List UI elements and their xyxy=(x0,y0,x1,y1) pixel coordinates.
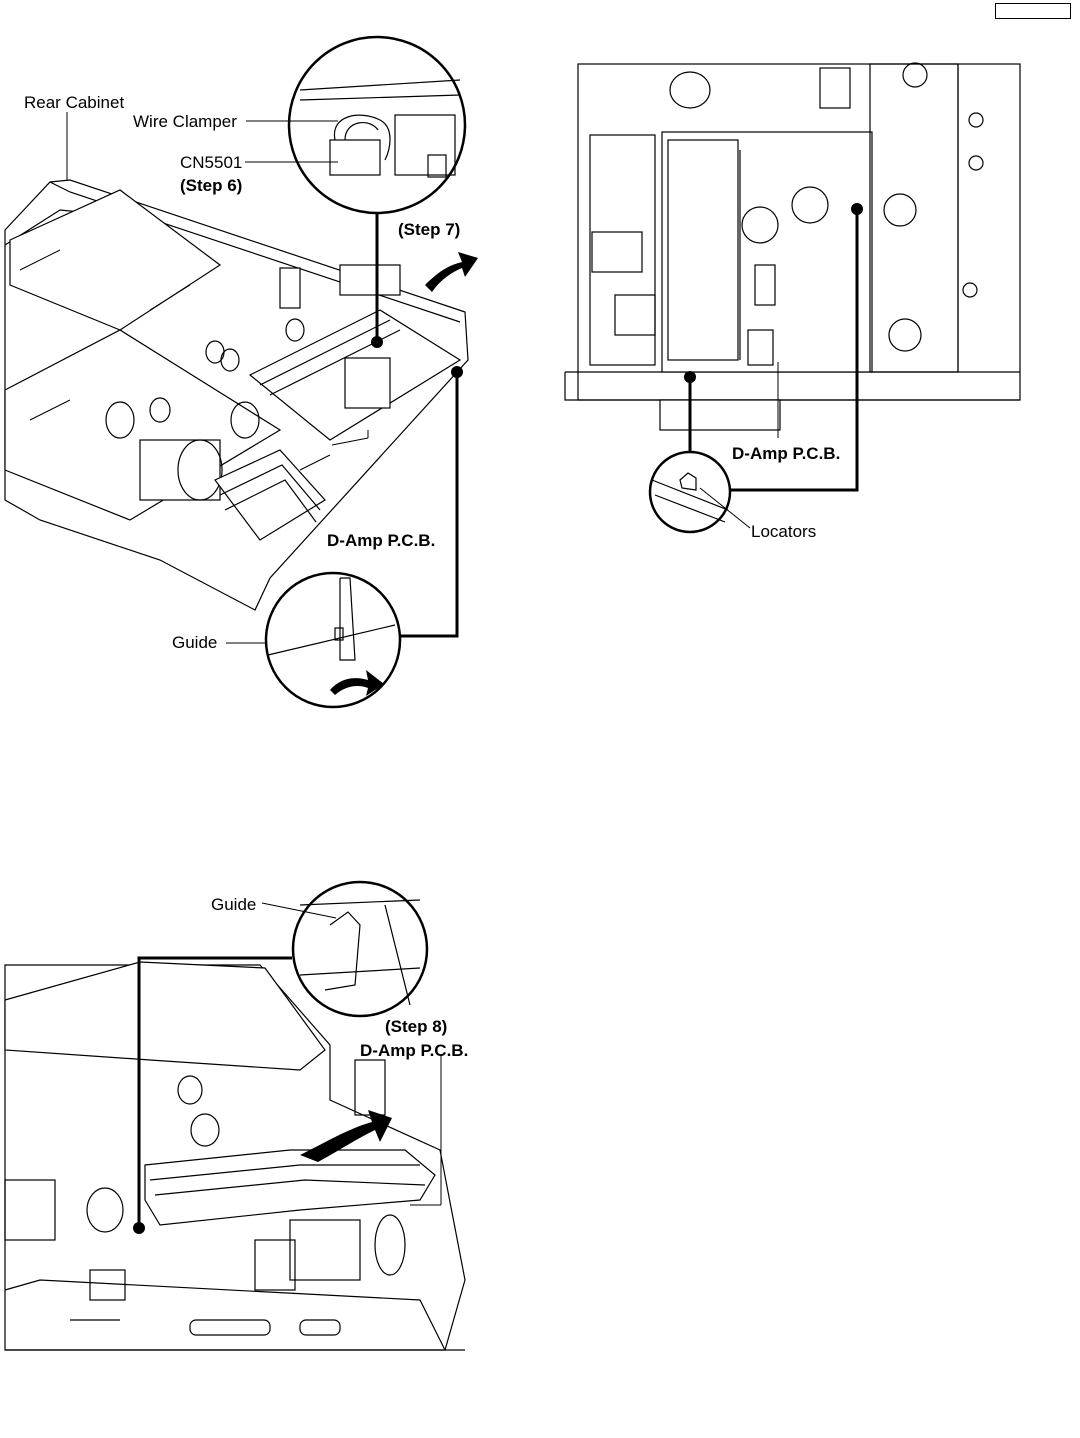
heat-sink xyxy=(214,449,326,541)
callout-circle-locators xyxy=(648,450,732,534)
label-rear-cabinet: Rear Cabinet xyxy=(24,93,125,112)
label-step8: (Step 8) xyxy=(385,1017,448,1036)
page-number-box xyxy=(995,3,1071,19)
label-d-amp-pcb-2: D-Amp P.C.B. xyxy=(732,444,841,463)
label-locators: Locators xyxy=(751,522,817,541)
label-d-amp-pcb-1: D-Amp P.C.B. xyxy=(327,531,436,550)
label-guide-1: Guide xyxy=(172,633,218,652)
guide-arrow xyxy=(330,670,384,696)
marker-dot-connector xyxy=(371,336,383,348)
label-step6: (Step 6) xyxy=(180,176,243,195)
label-d-amp-pcb-3: D-Amp P.C.B. xyxy=(360,1041,469,1060)
label-cn5501: CN5501 xyxy=(180,153,243,172)
step8-arrow xyxy=(300,1110,392,1162)
marker-dot-locator-left xyxy=(684,371,696,383)
step7-arrow xyxy=(425,252,478,292)
marker-dot-guide-bottom xyxy=(133,1222,145,1234)
upper-board xyxy=(4,961,326,1071)
marker-dot-locator-right xyxy=(851,203,863,215)
marker-dot-guide xyxy=(451,366,463,378)
label-step7: (Step 7) xyxy=(398,220,461,239)
label-wire-clamper: Wire Clamper xyxy=(133,112,237,131)
label-guide-2: Guide xyxy=(211,895,257,914)
callout-circle-guide-bottom xyxy=(291,880,429,1018)
transformer xyxy=(139,439,221,501)
